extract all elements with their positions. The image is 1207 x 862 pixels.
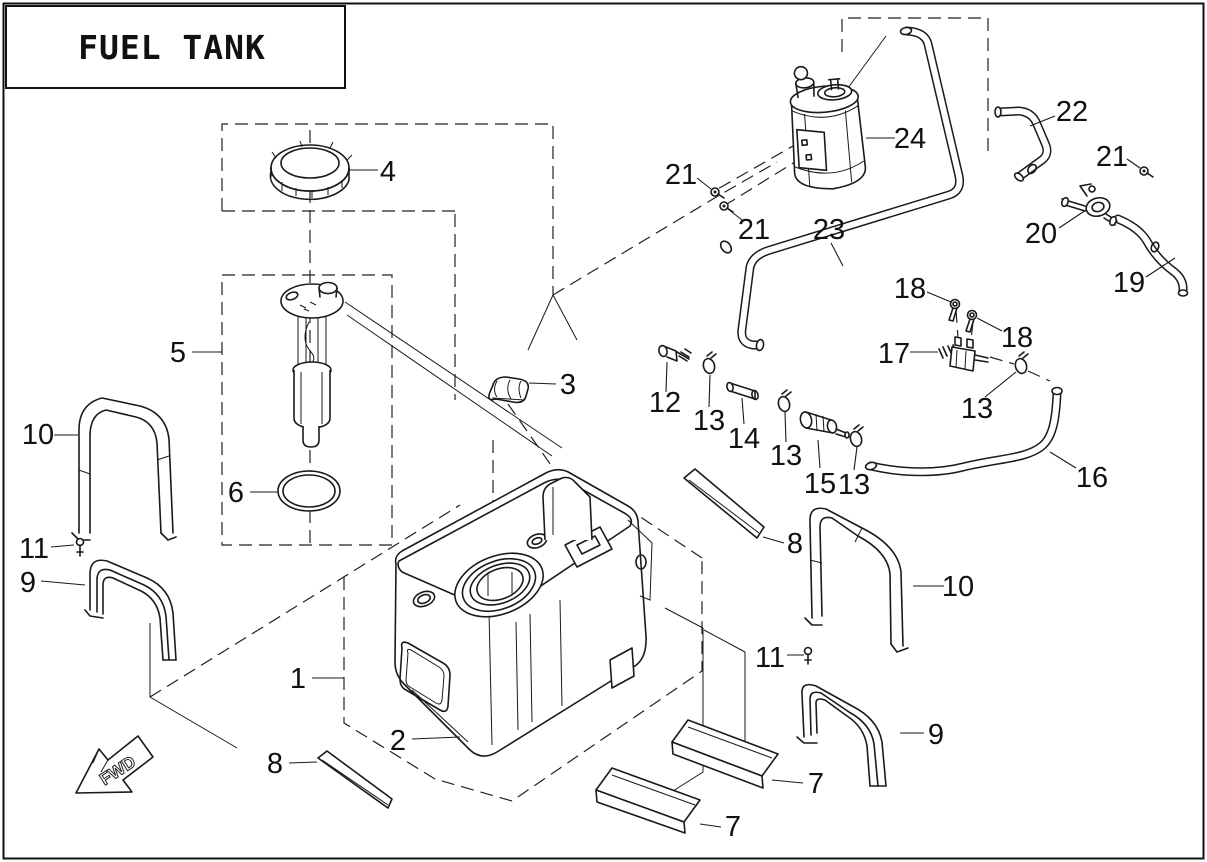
part-4-cap-ring (269, 140, 353, 201)
callout-13c: 13 (838, 469, 870, 501)
part-5-fuel-pump-assembly (280, 281, 344, 448)
callout-11a: 11 (19, 533, 49, 565)
callout-13b: 13 (770, 440, 802, 472)
part-8-pad-left (317, 750, 393, 809)
callout-22: 22 (1056, 96, 1088, 128)
part-17-shutoff-valve (938, 336, 989, 372)
part-6-seal-ring (277, 470, 341, 512)
callout-21c: 21 (1096, 141, 1128, 173)
callout-20: 20 (1025, 218, 1057, 250)
part-2-fuel-tank (394, 468, 653, 757)
hose-open-end (719, 240, 733, 254)
part-22-breather-hose (994, 106, 1052, 182)
part-3-rubber-damper (488, 376, 530, 404)
callout-5: 5 (170, 337, 186, 369)
part-11-screw-right (803, 646, 813, 665)
callout-17: 17 (878, 338, 910, 370)
callout-18b: 18 (1001, 322, 1033, 354)
callout-8b: 8 (787, 528, 803, 560)
callout-8a: 8 (267, 748, 283, 780)
part-11-screw-left (75, 537, 85, 557)
callout-3: 3 (560, 369, 576, 401)
callout-21a: 21 (665, 159, 697, 191)
callout-14: 14 (728, 423, 760, 455)
callout-4: 4 (380, 156, 396, 188)
part-12-joint (658, 344, 692, 362)
callout-7b: 7 (808, 768, 824, 800)
callout-12: 12 (649, 387, 681, 419)
part-16-fuel-hose (864, 386, 1063, 477)
callout-16: 16 (1076, 462, 1108, 494)
canister-cap (793, 65, 809, 81)
part-10-strap-left (71, 397, 177, 541)
callout-9b: 9 (928, 719, 944, 751)
callout-9a: 9 (20, 567, 36, 599)
canister-mount-plate (796, 128, 828, 172)
callout-1: 1 (290, 663, 306, 695)
part-21-screws (710, 166, 1154, 213)
callout-23: 23 (813, 214, 845, 246)
part-10-strap-right (804, 507, 909, 653)
part-9-strap-left (84, 559, 177, 661)
callout-10a: 10 (22, 419, 54, 451)
part-9-strap-right (796, 683, 887, 787)
part-23-canister-hose (719, 26, 964, 352)
part-20-valve-assembly (1060, 183, 1118, 227)
callout-13d: 13 (961, 393, 993, 425)
hose-clamp (1150, 241, 1160, 253)
callout-6: 6 (228, 477, 244, 509)
construction-lines (149, 17, 1051, 802)
callouts: 4 5 6 3 1 2 12 13 14 13 15 13 16 17 18 1… (19, 96, 1145, 843)
callout-19: 19 (1113, 267, 1145, 299)
callout-15: 15 (804, 468, 836, 500)
part-19-vent-hose (1113, 214, 1189, 297)
callout-24: 24 (894, 123, 926, 155)
part-18-bolts (948, 298, 978, 333)
leader-lines (40, 115, 1176, 828)
title-box: FUEL TANK (5, 5, 346, 89)
part-7-pad-bottom (595, 767, 701, 834)
part-14-tube (726, 381, 759, 401)
callout-2: 2 (390, 725, 406, 757)
part-15-fuel-valve (799, 411, 850, 439)
callout-11b: 11 (755, 642, 785, 674)
callout-13a: 13 (693, 405, 725, 437)
part-13-clamps (702, 351, 1029, 448)
part-24-canister (789, 65, 867, 190)
callout-7a: 7 (725, 811, 741, 843)
hose-clamp (1027, 163, 1037, 175)
callout-18a: 18 (894, 273, 926, 305)
page-title: FUEL TANK (78, 28, 266, 67)
title-box-frame (5, 5, 346, 89)
callout-10b: 10 (942, 571, 974, 603)
part-7-pad-right (671, 719, 779, 789)
callout-21b: 21 (738, 214, 770, 246)
part-8-pad-right (683, 468, 765, 539)
